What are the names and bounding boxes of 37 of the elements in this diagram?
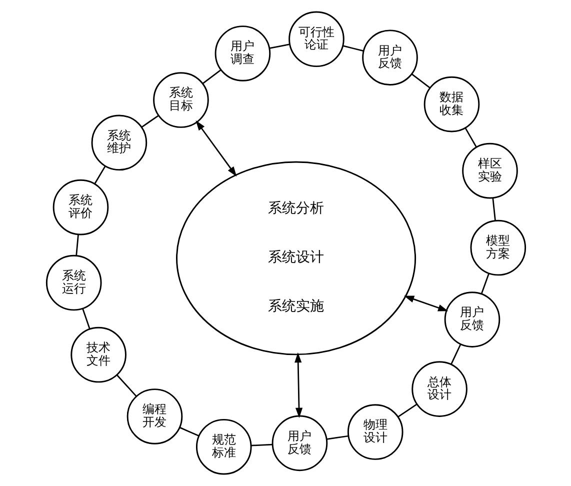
node-circle: 用户调查 [214, 26, 270, 82]
node-circle: 用户反馈 [362, 30, 418, 86]
node-circle: 编程开发 [126, 388, 182, 444]
connector [140, 115, 158, 128]
node-circle: 可行性论证 [288, 11, 344, 68]
connector [269, 44, 290, 49]
node-circle: 样区实验 [462, 142, 518, 199]
node-circle: 数据收集 [423, 76, 480, 132]
connector [75, 234, 78, 256]
node-circle: 物理设计 [346, 404, 403, 460]
connector [326, 435, 348, 440]
arrow [403, 296, 448, 312]
node-circle: 系统运行 [45, 254, 102, 311]
connector [464, 128, 477, 148]
node-circle: 系统维护 [90, 114, 147, 171]
connector [480, 273, 489, 294]
node-circle: 系统评价 [52, 179, 108, 236]
node-circle: 规范标准 [195, 418, 252, 475]
connector [94, 166, 106, 184]
connector [492, 198, 496, 221]
connector [202, 69, 221, 84]
connector [342, 45, 364, 52]
arrow [195, 120, 236, 177]
connector [250, 444, 272, 446]
node-circle: 技术文件 [70, 326, 126, 383]
connector [178, 426, 199, 437]
node-circle: 系统目标 [152, 72, 208, 128]
arrow [294, 352, 302, 418]
connector [82, 308, 90, 329]
node-circle: 总体设计 [411, 361, 467, 417]
connector [450, 344, 461, 365]
node-circle: 用户反馈 [271, 415, 328, 472]
node-circle: 用户反馈 [444, 292, 500, 348]
connector [397, 404, 417, 418]
connector [411, 74, 430, 88]
connector [116, 374, 136, 397]
node-circle: 模型方案 [470, 220, 526, 276]
